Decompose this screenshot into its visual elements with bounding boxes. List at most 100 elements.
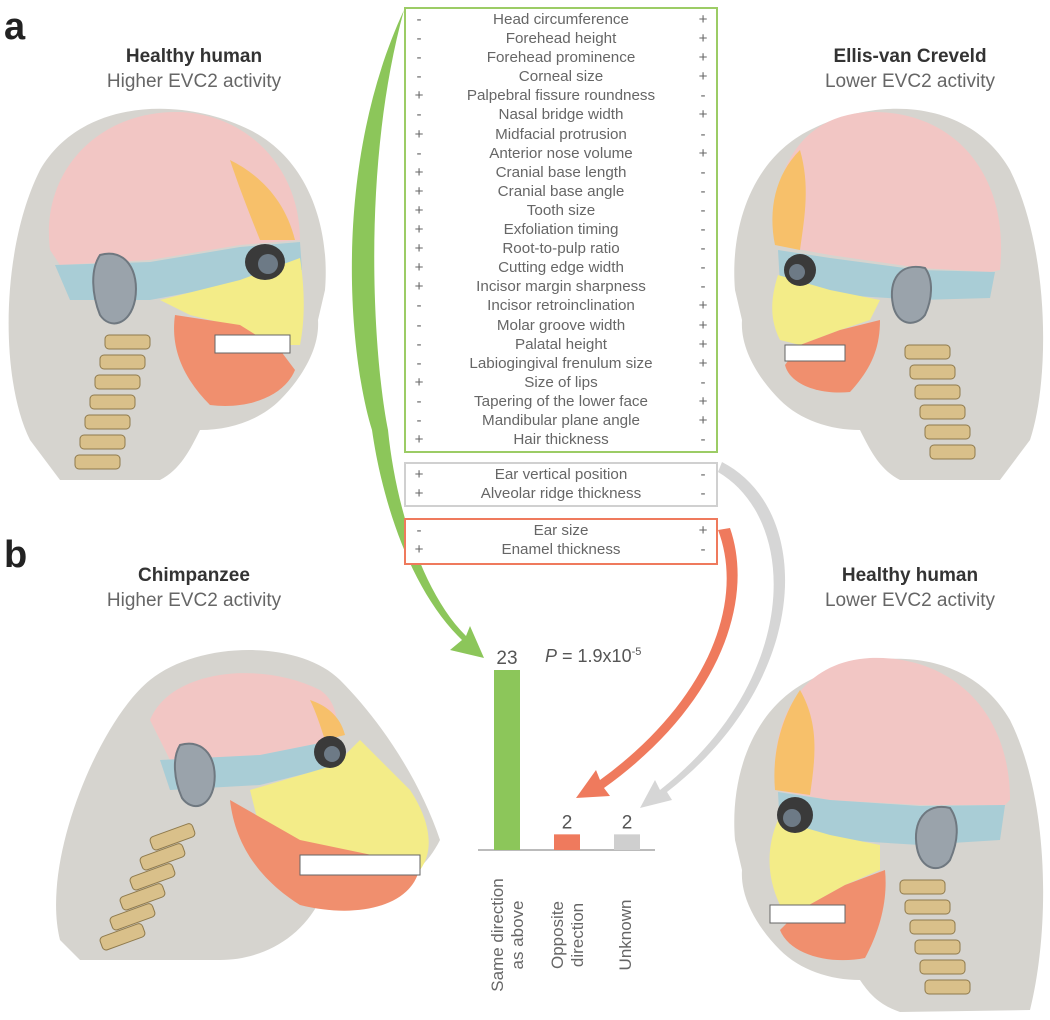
trait-sign-left: +: [414, 485, 424, 503]
trait-sign-left: -: [416, 335, 422, 353]
trait-sign-right: +: [698, 30, 708, 48]
trait-sign-right: +: [698, 11, 708, 28]
caption-healthy-human-bottom: Healthy human Lower EVC2 activity: [780, 563, 1040, 613]
trait-sign-left: -: [416, 411, 422, 429]
caption-healthy-human-top: Healthy human Higher EVC2 activity: [64, 44, 324, 94]
category-label-line: direction: [568, 902, 587, 968]
trait-name: Incisor margin sharpness: [476, 278, 646, 296]
trait-name: Cranial base length: [495, 163, 627, 181]
trait-row: +Root-to-pulp ratio-: [406, 240, 716, 259]
trait-name: Tapering of the lower face: [474, 392, 648, 410]
trait-name: Ear size: [533, 522, 589, 539]
trait-name: Anterior nose volume: [489, 144, 633, 162]
trait-row: -Molar groove width+: [406, 317, 716, 336]
trait-row: +Tooth size-: [406, 202, 716, 221]
trait-sign-right: +: [698, 354, 708, 372]
trait-sign-right: +: [698, 316, 708, 334]
trait-sign-right: +: [698, 392, 708, 410]
trait-sign-left: +: [414, 541, 424, 559]
trait-name: Nasal bridge width: [498, 106, 624, 124]
trait-row: +Alveolar ridge thickness-: [406, 485, 716, 504]
trait-sign-right: +: [698, 297, 708, 315]
trait-name: Ear vertical position: [494, 466, 628, 483]
trait-name: Mandibular plane angle: [482, 411, 640, 429]
caption-subtitle: Lower EVC2 activity: [824, 590, 995, 611]
trait-row: - Tapering of the lower face +: [406, 393, 716, 412]
trait-name: Alveolar ridge thickness: [480, 485, 642, 503]
trait-sign-left: -: [416, 68, 422, 86]
caption-title: Healthy human: [841, 565, 979, 586]
trait-sign-left: -: [416, 11, 422, 28]
trait-name: Incisor retroinclination: [487, 297, 635, 315]
panel-letter-a: a: [4, 6, 26, 48]
category-label-line: Opposite: [548, 900, 567, 970]
trait-sign-left: +: [414, 431, 424, 449]
trait-sign-right: -: [700, 201, 706, 219]
traits-unknown-box: +Ear vertical position-+Alveolar ridge t…: [404, 462, 718, 507]
trait-row: - Mandibular plane angle +: [406, 412, 716, 431]
trait-row: -Head circumference+: [406, 11, 716, 30]
trait-sign-right: +: [698, 106, 708, 124]
trait-sign-right: -: [700, 431, 706, 449]
trait-name: Exfoliation timing: [503, 221, 619, 239]
caption-subtitle: Higher EVC2 activity: [106, 71, 282, 92]
trait-row: - Nasal bridge width +: [406, 106, 716, 125]
trait-sign-left: +: [414, 278, 424, 296]
trait-name: Root-to-pulp ratio: [502, 240, 620, 258]
trait-sign-right: +: [698, 49, 708, 67]
trait-row: + Cranial base length -: [406, 164, 716, 183]
trait-row: + Cranial base angle -: [406, 183, 716, 202]
trait-sign-right: +: [698, 411, 708, 429]
trait-sign-left: +: [414, 259, 424, 277]
trait-sign-left: -: [416, 354, 422, 372]
trait-sign-left: +: [414, 240, 424, 258]
p-value-symbol: P: [545, 646, 558, 666]
trait-row: +Exfoliation timing-: [406, 221, 716, 240]
bar-value-label: 23: [496, 648, 517, 669]
trait-name: Palpebral fissure roundness: [466, 87, 656, 105]
trait-sign-left: +: [414, 163, 424, 181]
trait-name: Corneal size: [518, 68, 604, 86]
trait-name: Hair thickness: [513, 431, 609, 449]
trait-sign-left: +: [414, 182, 424, 200]
bar-0: [494, 670, 520, 850]
trait-sign-left: -: [416, 106, 422, 124]
trait-name: Palatal height: [514, 335, 608, 353]
chimpanzee-skull: [56, 650, 440, 960]
trait-row: - Anterior nose volume +: [406, 145, 716, 164]
trait-row: +Ear vertical position-: [406, 466, 716, 485]
healthy-human-skull-top: [8, 108, 326, 480]
p-value: P = 1.9x10-5: [545, 646, 641, 667]
trait-sign-right: -: [700, 182, 706, 200]
trait-sign-right: +: [698, 335, 708, 353]
trait-row: -Forehead height+: [406, 30, 716, 49]
trait-name: Size of lips: [524, 373, 598, 391]
trait-sign-right: -: [700, 541, 706, 559]
trait-sign-right: +: [698, 144, 708, 162]
trait-sign-left: -: [416, 49, 422, 67]
trait-row: -Labiogingival frenulum size+: [406, 355, 716, 374]
trait-row: +Cutting edge width-: [406, 259, 716, 278]
trait-sign-right: -: [700, 87, 706, 105]
caption-subtitle: Lower EVC2 activity: [824, 71, 995, 92]
trait-sign-left: +: [414, 87, 424, 105]
trait-sign-right: -: [700, 163, 706, 181]
trait-sign-left: -: [416, 144, 422, 162]
trait-sign-left: -: [416, 392, 422, 410]
trait-sign-right: -: [700, 278, 706, 296]
category-label: Unknown: [616, 855, 636, 1015]
trait-name: Cranial base angle: [497, 182, 625, 200]
trait-row: - Forehead prominence +: [406, 49, 716, 68]
trait-sign-right: -: [700, 221, 706, 239]
p-value-text: = 1.9x10: [557, 646, 632, 666]
caption-title: Ellis-van Creveld: [833, 46, 987, 67]
bar-1: [554, 834, 580, 850]
trait-row: + Incisor margin sharpness -: [406, 278, 716, 297]
evc-skull: [734, 108, 1044, 480]
trait-name: Molar groove width: [496, 316, 626, 334]
trait-name: Forehead prominence: [486, 49, 636, 67]
bar-2: [614, 834, 640, 850]
trait-sign-right: -: [700, 466, 706, 483]
